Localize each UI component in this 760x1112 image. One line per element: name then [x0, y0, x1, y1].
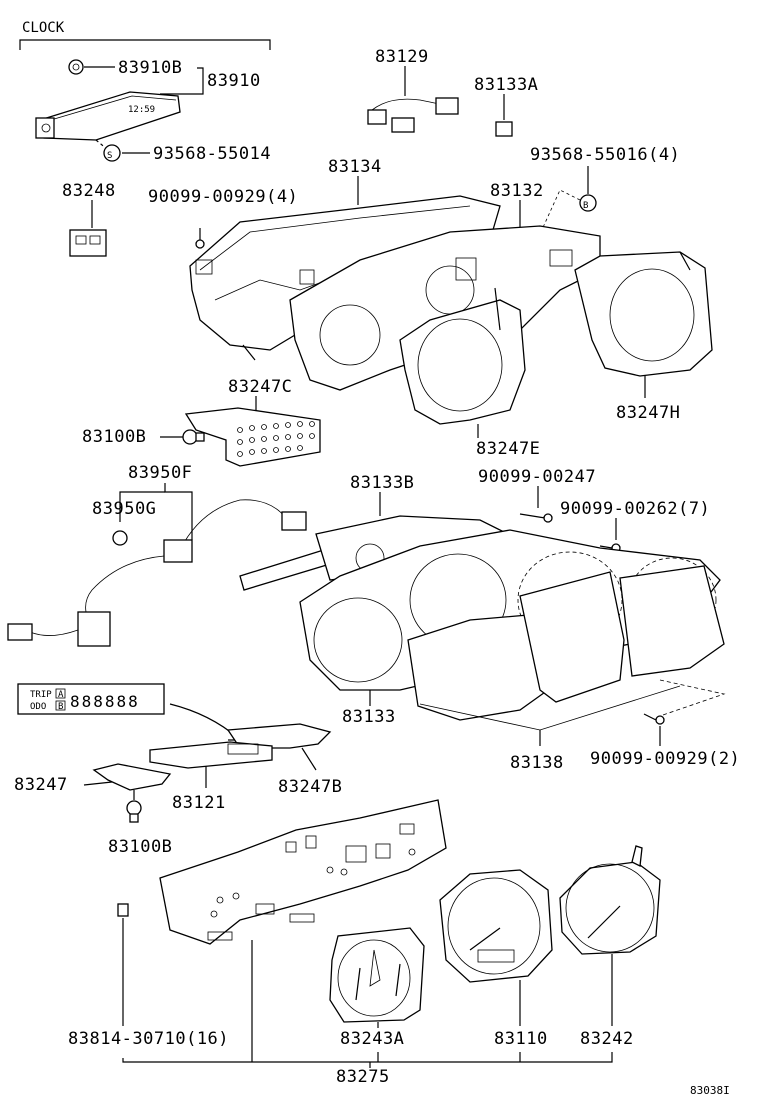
label-83134: 83134	[328, 157, 382, 177]
label-93568-55014: 93568-55014	[153, 144, 271, 164]
bracket-83910	[160, 67, 204, 95]
gauge-83243a	[329, 927, 425, 1028]
label-83814-30710: 83814-30710(16)	[68, 1029, 229, 1049]
label-83110: 83110	[494, 1029, 548, 1049]
screw-90099-00247	[519, 513, 553, 523]
harness-83950f	[7, 499, 307, 647]
odometer-digits: 888888	[70, 692, 140, 711]
clock-module-83910: 12:59	[35, 91, 181, 151]
btn-a-label: A	[58, 690, 64, 700]
screw-90099-00929-4	[195, 228, 205, 249]
label-83248: 83248	[62, 181, 116, 201]
b-marker-text: B	[583, 201, 588, 211]
panel-83247c	[184, 407, 321, 467]
screw-90099-00929-2	[643, 713, 665, 746]
screw-b-marker	[579, 194, 597, 212]
label-83132: 83132	[490, 181, 544, 201]
label-83950g: 83950G	[92, 499, 156, 519]
label-83910: 83910	[207, 71, 261, 91]
label-90099-00247: 90099-00247	[478, 467, 596, 487]
figure-code: 83038I	[690, 1084, 730, 1097]
bulb-83814-30710	[117, 903, 129, 1026]
label-83133a: 83133A	[474, 75, 538, 95]
label-83129: 83129	[375, 47, 429, 67]
label-83133: 83133	[342, 707, 396, 727]
bulb-83100b-bottom	[126, 790, 142, 823]
label-90099-00929-2: 90099-00929(2)	[590, 749, 740, 769]
label-83910b: 83910B	[118, 58, 182, 78]
trip-label: TRIP	[30, 690, 52, 700]
label-83275: 83275	[336, 1067, 390, 1087]
display-arrow	[169, 703, 239, 739]
label-83121: 83121	[172, 793, 226, 813]
label-83242: 83242	[580, 1029, 634, 1049]
gauge-83242	[559, 845, 661, 1026]
clip-83133a: 83133A	[474, 75, 538, 137]
label-90099-00929-4: 90099-00929(4)	[148, 187, 298, 207]
svg-text:12:59: 12:59	[128, 105, 155, 115]
housing-83247e	[399, 287, 526, 438]
lcd-83121	[149, 741, 273, 769]
clock-group: CLOCK 83910B 83910 12:59 S 93568-55014	[19, 20, 271, 164]
hood-83138	[407, 565, 726, 746]
label-83247e: 83247E	[476, 439, 540, 459]
label-83247h: 83247H	[616, 403, 680, 423]
clock-bracket	[19, 39, 271, 50]
label-83243a: 83243A	[340, 1029, 404, 1049]
odo-label: ODO	[30, 702, 46, 712]
s-marker-text: S	[107, 151, 112, 161]
harness-83129: 83129	[367, 47, 459, 133]
label-83138: 83138	[510, 753, 564, 773]
screw-s-marker	[103, 144, 121, 162]
label-83950f: 83950F	[128, 463, 192, 483]
label-90099-00262: 90099-00262(7)	[560, 499, 710, 519]
bulb-83100b-top	[182, 429, 205, 445]
label-83247c: 83247C	[228, 377, 292, 397]
bracket-83275	[122, 1052, 613, 1063]
connector-83248: 83248	[62, 181, 116, 257]
circuit-plate-83275	[159, 799, 447, 945]
clock-header: CLOCK	[22, 20, 65, 36]
label-83100b-top: 83100B	[82, 427, 146, 447]
label-83133b: 83133B	[350, 473, 414, 493]
btn-b-label: B	[58, 702, 63, 712]
panel-83247	[92, 763, 172, 791]
bulb-83910b	[68, 59, 115, 75]
gauge-83110	[439, 869, 553, 1026]
odometer-display: TRIP ODO A B 888888	[17, 683, 165, 715]
label-93568-55016: 93568-55016(4)	[530, 145, 680, 165]
label-83247b: 83247B	[278, 777, 342, 797]
label-83100b-bottom: 83100B	[108, 837, 172, 857]
housing-83247h	[574, 251, 713, 398]
label-83247: 83247	[14, 775, 68, 795]
